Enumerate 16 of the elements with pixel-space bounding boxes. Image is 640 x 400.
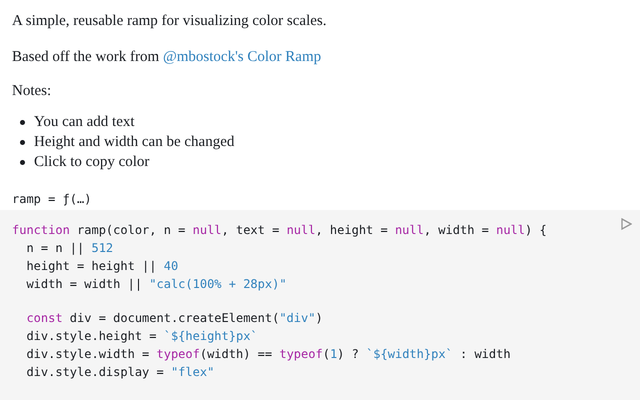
cell-name: ramp = ƒ(…) xyxy=(12,192,92,206)
code-line: div.style.height = `${height}px` xyxy=(25,328,258,344)
code-line: const div = document.createElement("div") xyxy=(25,310,323,326)
code-line: width = width || "calc(100% + 28px)" xyxy=(25,276,287,292)
list-item: Height and width can be changed xyxy=(34,134,234,150)
list-item: Click to copy color xyxy=(34,154,150,170)
code-line: function ramp(color, n = null, text = null, height = null, width = null) { xyxy=(12,222,547,238)
paragraph-text: Based off the work from @mbostock's Color Ramp xyxy=(12,48,322,67)
code-line: div.style.width = typeof(width) == typeof(1) ? `${width}px` : width xyxy=(25,346,511,362)
code-line: n = n || 512 xyxy=(25,240,114,256)
list-item: You can add text xyxy=(34,114,135,130)
code-line: height = height || 40 xyxy=(25,258,178,274)
link: @mbostock's Color Ramp xyxy=(162,49,322,65)
intro-text: A simple, reusable ramp for visualizing color scales. xyxy=(12,12,326,31)
code-line: div.style.display = "flex" xyxy=(25,364,214,380)
notes-heading: Notes: xyxy=(12,82,52,101)
